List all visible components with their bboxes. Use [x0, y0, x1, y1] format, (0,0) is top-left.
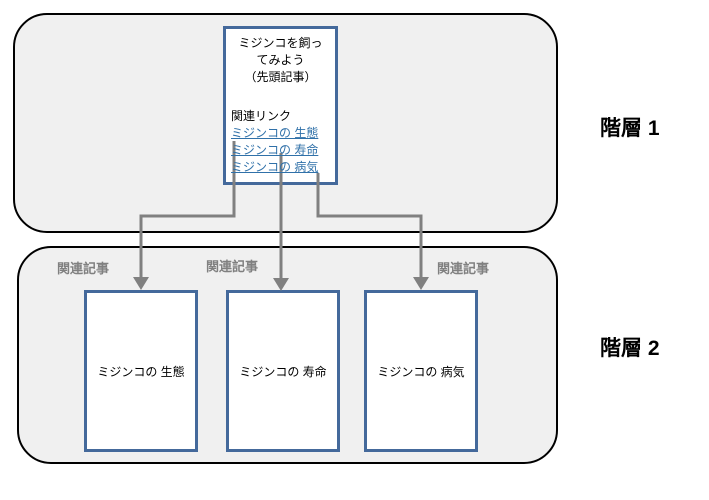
article-box-byouki: ミジンコの 病気 [364, 290, 478, 452]
related-article-label-1: 関連記事 [57, 261, 110, 276]
lead-article-title-line-2: てみよう [256, 53, 305, 67]
related-links-list: ミジンコの 生態 ミジンコの 寿命 ミジンコの 病気 [231, 125, 330, 176]
related-links-heading: 関連リンク [231, 109, 292, 123]
link-jumyou[interactable]: ミジンコの 寿命 [231, 143, 319, 157]
link-byouki[interactable]: ミジンコの 病気 [231, 160, 319, 174]
lead-article-title: ミジンコを飼っ てみよう （先頭記事） [231, 35, 330, 86]
lead-article-title-line-3: （先頭記事） [244, 70, 317, 84]
article-box-seitai: ミジンコの 生態 [84, 290, 198, 452]
lead-article-box: ミジンコを飼っ てみよう （先頭記事） 関連リンク ミジンコの 生態 ミジンコの… [223, 26, 338, 185]
article-box-jumyou: ミジンコの 寿命 [226, 290, 340, 452]
lead-article-title-line-1: ミジンコを飼っ [238, 36, 323, 50]
article-box-byouki-title: ミジンコの 病気 [377, 364, 465, 379]
tier-1-label: 階層 1 [600, 117, 660, 140]
link-seitai[interactable]: ミジンコの 生態 [231, 126, 319, 140]
article-box-jumyou-title: ミジンコの 寿命 [239, 364, 327, 379]
tier-2-label: 階層 2 [600, 337, 660, 360]
lead-article-content: ミジンコを飼っ てみよう （先頭記事） 関連リンク ミジンコの 生態 ミジンコの… [226, 29, 335, 176]
related-article-label-2: 関連記事 [206, 259, 259, 274]
related-article-label-3: 関連記事 [437, 261, 490, 276]
article-box-seitai-title: ミジンコの 生態 [97, 364, 185, 379]
